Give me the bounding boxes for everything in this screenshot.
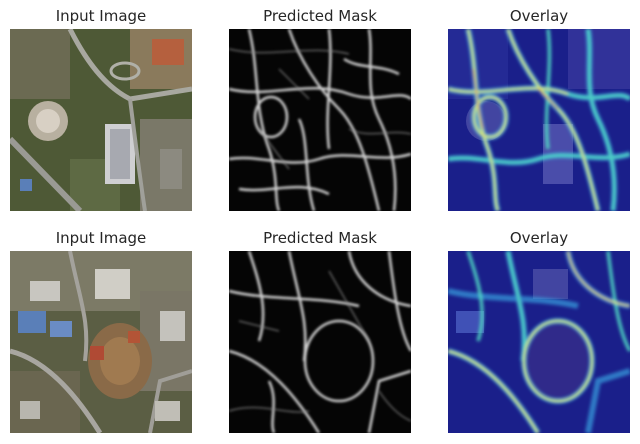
panel-title: Input Image xyxy=(55,7,147,25)
aerial-input-image xyxy=(10,29,192,211)
aerial-image-svg xyxy=(10,251,192,433)
overlay-svg xyxy=(448,251,630,433)
overlay-image xyxy=(448,29,630,211)
predicted-mask-image xyxy=(229,29,411,211)
panel-title: Overlay xyxy=(509,7,569,25)
panel-title: Overlay xyxy=(509,229,569,247)
aerial-image-svg xyxy=(10,29,192,211)
aerial-input-image xyxy=(10,251,192,433)
predicted-mask-image xyxy=(229,251,411,433)
panel-title: Predicted Mask xyxy=(263,229,377,247)
overlay-svg xyxy=(448,29,630,211)
mask-svg xyxy=(229,29,411,211)
overlay-image xyxy=(448,251,630,433)
panel-title: Predicted Mask xyxy=(263,7,377,25)
mask-svg xyxy=(229,251,411,433)
panel-title: Input Image xyxy=(55,229,147,247)
